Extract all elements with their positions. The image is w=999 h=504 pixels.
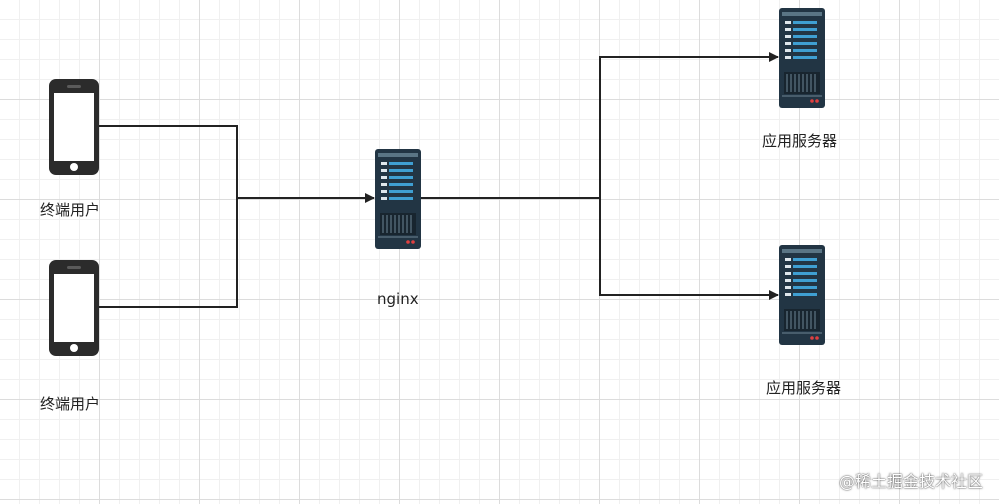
- server-icon-app-1: [778, 7, 826, 109]
- phone-icon-user-2: [49, 260, 99, 356]
- connector-user2-to-junction: [99, 198, 238, 308]
- connector-user1-to-junction: [99, 125, 238, 198]
- nginx-label: nginx: [377, 290, 419, 308]
- user-1-label: 终端用户: [40, 201, 101, 219]
- watermark: @稀土掘金技术社区: [838, 472, 983, 491]
- arrow-to-app-server-1: [599, 52, 779, 198]
- server-icon-nginx: [374, 148, 422, 250]
- server-icon-app-2: [778, 244, 826, 346]
- app-server-2-label: 应用服务器: [766, 379, 842, 397]
- app-server-1-label: 应用服务器: [762, 132, 838, 150]
- phone-icon-user-1: [49, 79, 99, 175]
- arrow-to-app-server-2: [599, 198, 779, 300]
- user-2-label: 终端用户: [40, 395, 101, 413]
